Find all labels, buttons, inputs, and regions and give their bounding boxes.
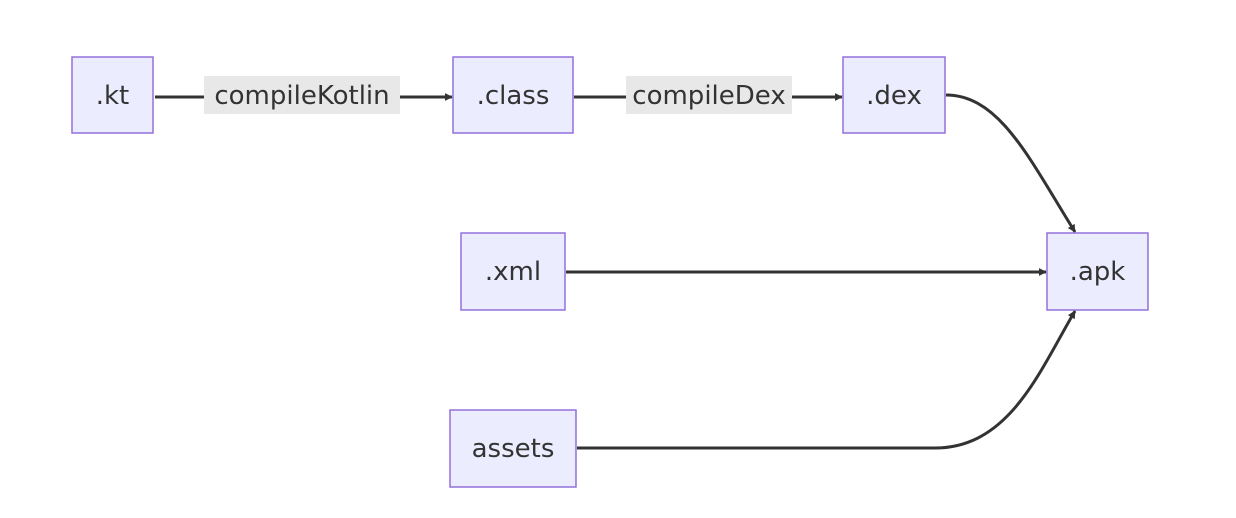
node-dex-label: .dex [866, 81, 922, 111]
edge-dex-to-apk [945, 93, 1077, 233]
node-apk: .apk [1046, 232, 1149, 311]
edge-label-compile-dex: compileDex [626, 76, 792, 114]
node-kt: .kt [71, 56, 154, 134]
edge-label-compile-kotlin: compileKotlin [204, 76, 400, 114]
edge-label-compile-kotlin-text: compileKotlin [214, 81, 389, 111]
node-assets: assets [449, 409, 577, 488]
node-xml-label: .xml [485, 257, 541, 287]
edge-assets-to-apk [577, 310, 1077, 450]
node-xml: .xml [460, 232, 566, 311]
edge-label-compile-dex-text: compileDex [632, 81, 785, 111]
node-class-label: .class [477, 81, 550, 111]
node-kt-label: .kt [96, 81, 130, 111]
node-assets-label: assets [472, 434, 555, 464]
node-dex: .dex [842, 56, 946, 134]
node-apk-label: .apk [1070, 257, 1126, 287]
node-class: .class [452, 56, 574, 134]
